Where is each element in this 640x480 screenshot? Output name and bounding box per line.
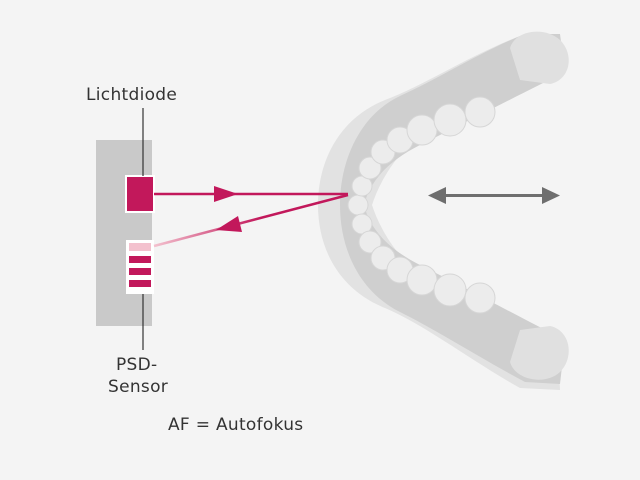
dental-arch: [318, 31, 569, 390]
jaw-upper-end: [510, 31, 569, 84]
psd-sensor-label: PSD- Sensor: [108, 354, 168, 398]
autofocus-footnote: AF = Autofokus: [168, 415, 304, 435]
emitted-beam-arrow: [154, 186, 348, 202]
psd-label-line2: Sensor: [108, 377, 169, 397]
jaw-lower-end: [510, 326, 569, 380]
teeth: [347, 96, 496, 314]
reflected-beam-arrow: [153, 193, 349, 248]
psd-sensor: [126, 240, 154, 294]
sensor-housing: [96, 140, 152, 326]
light-diode-label: Lichtdiode: [86, 85, 178, 105]
double-arrow-horizontal-icon: [428, 187, 560, 204]
light-diode: [125, 175, 155, 213]
psd-label-line1: PSD-: [116, 355, 158, 375]
jaw-body: [340, 34, 565, 384]
